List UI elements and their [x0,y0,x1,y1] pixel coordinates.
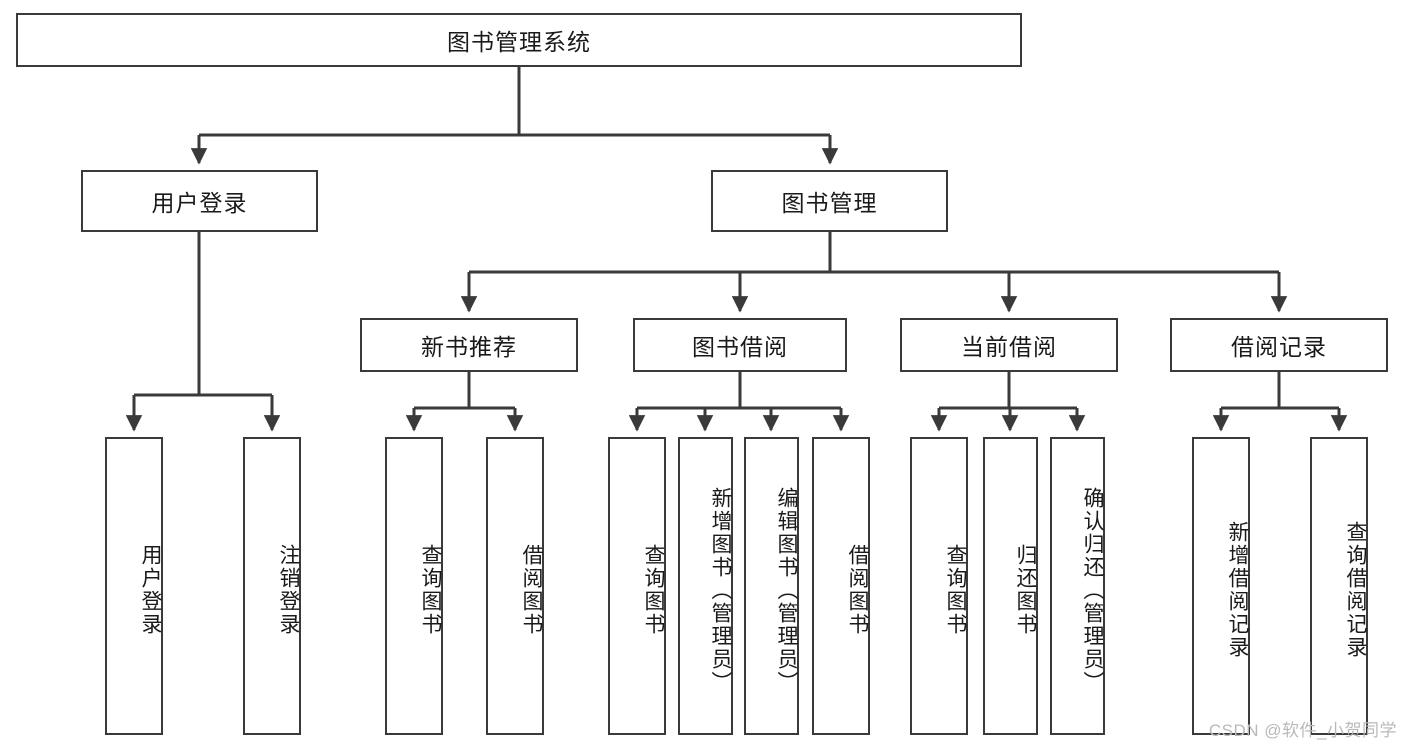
leaf-confirm-return-admin[interactable]: 确认归还（管理员） [1050,437,1105,735]
node-book-borrow[interactable]: 图书借阅 [633,318,847,372]
leaf-user-login[interactable]: 用户登录 [105,437,163,735]
leaf-add-borrow-record[interactable]: 新增借阅记录 [1192,437,1250,735]
leaf-borrow-book-1[interactable]: 借阅图书 [486,437,544,735]
leaf-query-book-2[interactable]: 查询图书 [608,437,666,735]
leaf-label: 查询图书 [944,544,967,636]
csdn-watermark: CSDN @软件_小贺同学 [1208,721,1397,740]
leaf-add-book-admin[interactable]: 新增图书（管理员） [678,437,733,735]
leaf-user-logout[interactable]: 注销登录 [243,437,301,735]
leaf-label: 新增借阅记录 [1226,521,1249,659]
leaf-label: 查询借阅记录 [1344,521,1367,659]
leaf-query-book-3[interactable]: 查询图书 [910,437,968,735]
node-root[interactable]: 图书管理系统 [16,13,1022,67]
leaf-label: 用户登录 [139,544,162,636]
node-borrow-record[interactable]: 借阅记录 [1170,318,1388,372]
node-book-manage[interactable]: 图书管理 [711,170,948,232]
leaf-borrow-book-2[interactable]: 借阅图书 [812,437,870,735]
leaf-label: 新增图书（管理员） [709,486,732,694]
leaf-label: 确认归还（管理员） [1081,486,1104,694]
node-current-borrow[interactable]: 当前借阅 [900,318,1118,372]
leaf-label: 注销登录 [277,544,300,636]
leaf-label: 查询图书 [642,544,665,636]
node-new-book-recommend[interactable]: 新书推荐 [360,318,578,372]
leaf-label: 借阅图书 [846,544,869,636]
leaf-label: 查询图书 [419,544,442,636]
leaf-query-borrow-record[interactable]: 查询借阅记录 [1310,437,1368,735]
leaf-edit-book-admin[interactable]: 编辑图书（管理员） [744,437,799,735]
leaf-return-book[interactable]: 归还图书 [983,437,1038,735]
leaf-label: 编辑图书（管理员） [775,486,798,694]
leaf-label: 归还图书 [1014,544,1037,636]
leaf-query-book-1[interactable]: 查询图书 [385,437,443,735]
node-user-login[interactable]: 用户登录 [81,170,318,232]
leaf-label: 借阅图书 [520,544,543,636]
